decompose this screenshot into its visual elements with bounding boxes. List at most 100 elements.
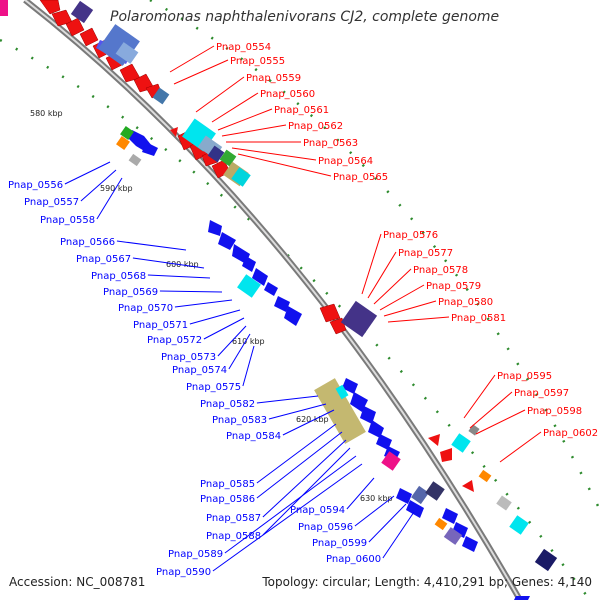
gene-label-pnap_0590[interactable]: Pnap_0590 <box>156 567 211 578</box>
fwd-leader-line <box>387 316 450 323</box>
tick-630-kbp: 630 kbp <box>360 494 393 503</box>
accession-text: Accession: NC_008781 <box>9 575 146 589</box>
rev-leader-line <box>382 511 415 559</box>
gene-label-pnap_0557[interactable]: Pnap_0557 <box>24 197 79 208</box>
gene-label-pnap_0561[interactable]: Pnap_0561 <box>274 105 329 116</box>
gene-label-pnap_0587[interactable]: Pnap_0587 <box>206 513 261 524</box>
rev-leader-line <box>189 309 241 325</box>
rev-leader-line <box>96 177 123 220</box>
gene-label-pnap_0588[interactable]: Pnap_0588 <box>206 531 261 542</box>
fwd-leader-line <box>173 59 229 85</box>
rev-leader-line <box>174 299 233 308</box>
gene-label-pnap_0579[interactable]: Pnap_0579 <box>426 281 481 292</box>
tick-610-kbp: 610 kbp <box>232 337 265 346</box>
gene-label-pnap_0578[interactable]: Pnap_0578 <box>413 265 468 276</box>
gene-label-pnap_0580[interactable]: Pnap_0580 <box>438 297 493 308</box>
rev-leader-line <box>217 325 247 357</box>
gene-label-pnap_0581[interactable]: Pnap_0581 <box>451 313 506 324</box>
gene-label-pnap_0595[interactable]: Pnap_0595 <box>497 371 552 382</box>
rev-leader-line <box>262 447 351 536</box>
gene-label-pnap_0573[interactable]: Pnap_0573 <box>161 352 216 363</box>
gene-label-pnap_0584[interactable]: Pnap_0584 <box>226 431 281 442</box>
gene-label-pnap_0554[interactable]: Pnap_0554 <box>216 42 271 53</box>
gene-label-pnap_0558[interactable]: Pnap_0558 <box>40 215 95 226</box>
gene-label-pnap_0600[interactable]: Pnap_0600 <box>326 554 381 565</box>
fwd-leader-line <box>237 153 332 177</box>
gene-label-pnap_0594[interactable]: Pnap_0594 <box>290 505 345 516</box>
rev-leader-line <box>256 423 337 484</box>
tick-590-kbp: 590 kbp <box>100 184 133 193</box>
gene-label-pnap_0568[interactable]: Pnap_0568 <box>91 271 146 282</box>
forward-leader-lines <box>169 45 542 463</box>
reverse-labels: Pnap_0556Pnap_0557Pnap_0558Pnap_0566Pnap… <box>8 180 381 578</box>
gene-label-pnap_0565[interactable]: Pnap_0565 <box>333 172 388 183</box>
rev-leader-line <box>282 409 335 436</box>
gene-label-pnap_0567[interactable]: Pnap_0567 <box>76 254 131 265</box>
gene-label-pnap_0599[interactable]: Pnap_0599 <box>312 538 367 549</box>
gene-label-pnap_0569[interactable]: Pnap_0569 <box>103 287 158 298</box>
gene-label-pnap_0560[interactable]: Pnap_0560 <box>260 89 315 100</box>
fwd-leader-line <box>463 374 496 419</box>
tick-620-kbp: 620 kbp <box>296 415 329 424</box>
fwd-leader-line <box>231 147 317 161</box>
rev-leader-line <box>147 274 211 279</box>
rev-leader-line <box>354 495 395 527</box>
gene-label-pnap_0583[interactable]: Pnap_0583 <box>212 415 267 426</box>
reverse-leader-lines <box>64 161 415 572</box>
gene-label-pnap_0570[interactable]: Pnap_0570 <box>118 303 173 314</box>
rev-leader-line <box>256 395 319 404</box>
gene-label-pnap_0555[interactable]: Pnap_0555 <box>230 56 285 67</box>
fwd-leader-line <box>379 284 425 311</box>
gene-label-pnap_0585[interactable]: Pnap_0585 <box>200 479 255 490</box>
rev-leader-line <box>224 455 357 554</box>
forward-labels: Pnap_0554Pnap_0555Pnap_0559Pnap_0560Pnap… <box>216 42 598 439</box>
gene-label-pnap_0575[interactable]: Pnap_0575 <box>186 382 241 393</box>
tick-580-kbp: 580 kbp <box>30 109 63 118</box>
gene-label-pnap_0577[interactable]: Pnap_0577 <box>398 248 453 259</box>
gene-label-pnap_0571[interactable]: Pnap_0571 <box>133 320 188 331</box>
rev-leader-line <box>64 161 111 185</box>
rev-leader-line <box>262 439 347 518</box>
gene-label-pnap_0589[interactable]: Pnap_0589 <box>168 549 223 560</box>
gene-label-pnap_0586[interactable]: Pnap_0586 <box>200 494 255 505</box>
gene-label-pnap_0562[interactable]: Pnap_0562 <box>288 121 343 132</box>
fwd-leader-line <box>475 409 526 435</box>
fwd-leader-line <box>217 108 273 131</box>
gene-label-pnap_0576[interactable]: Pnap_0576 <box>383 230 438 241</box>
gene-label-pnap_0596[interactable]: Pnap_0596 <box>298 522 353 533</box>
rev-leader-line <box>159 290 223 293</box>
map-title: Polaromonas naphthalenivorans CJ2, compl… <box>110 9 500 25</box>
fwd-leader-line <box>361 233 382 295</box>
gene-label-pnap_0582[interactable]: Pnap_0582 <box>200 399 255 410</box>
fwd-leader-line <box>169 45 215 73</box>
gene-label-pnap_0556[interactable]: Pnap_0556 <box>8 180 63 191</box>
rev-leader-line <box>368 503 407 543</box>
gene-label-pnap_0559[interactable]: Pnap_0559 <box>246 73 301 84</box>
fwd-leader-line <box>367 251 397 299</box>
rev-leader-line <box>212 463 363 572</box>
rev-leader-line <box>132 257 205 269</box>
fwd-leader-line <box>499 431 542 463</box>
fwd-leader-line <box>469 391 513 429</box>
fwd-leader-line <box>373 268 412 305</box>
fwd-leader-line <box>221 124 287 137</box>
rev-leader-line <box>346 477 375 510</box>
fwd-leader-line <box>383 300 437 317</box>
gene-label-pnap_0597[interactable]: Pnap_0597 <box>514 388 569 399</box>
rev-leader-line <box>228 333 251 370</box>
rev-leader-line <box>116 240 187 251</box>
fwd-leader-line <box>195 76 245 113</box>
gene-label-pnap_0564[interactable]: Pnap_0564 <box>318 156 373 167</box>
gene-label-pnap_0574[interactable]: Pnap_0574 <box>172 365 227 376</box>
rev-leader-line <box>203 317 245 340</box>
gene-label-pnap_0602[interactable]: Pnap_0602 <box>543 428 598 439</box>
gene-label-pnap_0566[interactable]: Pnap_0566 <box>60 237 115 248</box>
backbone-highlight <box>24 0 521 600</box>
topology-text: Topology: circular; Length: 4,410,291 bp… <box>262 575 592 589</box>
gene-label-pnap_0563[interactable]: Pnap_0563 <box>303 138 358 149</box>
gene-label-pnap_0598[interactable]: Pnap_0598 <box>527 406 582 417</box>
rev-leader-line <box>268 403 327 420</box>
gene-label-pnap_0572[interactable]: Pnap_0572 <box>147 335 202 346</box>
feature-blocks <box>0 0 558 572</box>
